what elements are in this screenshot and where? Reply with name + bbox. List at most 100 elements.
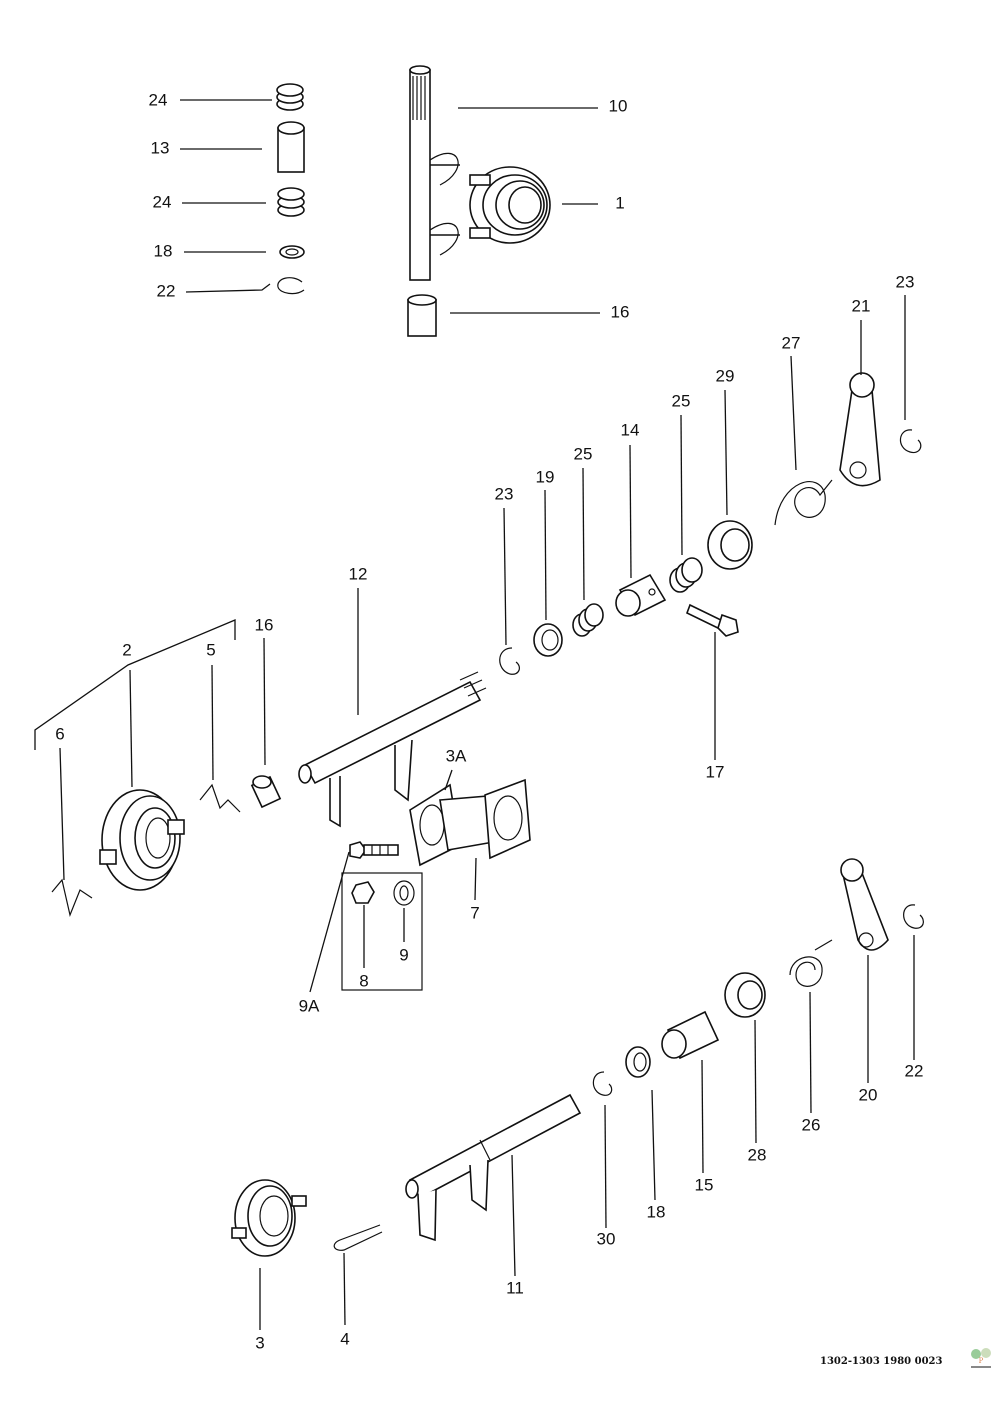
callout-19: 19: [536, 467, 555, 486]
callout-24: 24: [149, 90, 168, 109]
part-box-8-9: [341, 872, 423, 991]
part-bushing-15: [661, 1010, 720, 1060]
part-lever-21: [839, 372, 881, 487]
leader-line-9a: [309, 851, 350, 993]
catalogue-logo: P: [971, 1348, 991, 1368]
callout-18: 18: [647, 1202, 666, 1221]
callout-16: 16: [611, 302, 630, 321]
callout-9a: 9A: [299, 996, 320, 1015]
part-circlip-22: [277, 277, 305, 295]
callout-12: 12: [349, 564, 368, 583]
callout-26: 26: [802, 1115, 821, 1134]
callout-10: 10: [609, 96, 628, 115]
part-bushing-29: [707, 520, 753, 570]
part-circlip-23: [499, 647, 520, 675]
part-spring-24: [277, 187, 305, 217]
part-spring-clip-5: [199, 783, 241, 813]
part-bushing-13: [277, 121, 305, 173]
callout-23: 23: [495, 484, 514, 503]
leader-line-4: [343, 1252, 346, 1326]
callout-17: 17: [706, 762, 725, 781]
leader-line-25: [680, 414, 683, 556]
part-bushing-14: [615, 573, 667, 617]
callout-21: 21: [852, 296, 871, 315]
part-shaft-11: [405, 1093, 582, 1242]
leader-line-6: [59, 747, 65, 881]
leader-line-22: [185, 283, 271, 293]
leader-line-19: [544, 489, 547, 621]
leader-line-27: [790, 355, 797, 471]
callout-11: 11: [506, 1278, 524, 1297]
callout-25: 25: [672, 391, 691, 410]
part-shaft-12: [298, 671, 487, 828]
callout-24: 24: [153, 192, 172, 211]
callout-2: 2: [122, 640, 131, 659]
callout-6: 6: [55, 724, 64, 743]
part-spring-26: [789, 939, 833, 987]
leader-lines: [34, 99, 915, 1330]
callout-30: 30: [597, 1229, 616, 1248]
part-washer-18: [279, 245, 305, 259]
callout-27: 27: [782, 333, 801, 352]
part-release-bearing-2: [99, 789, 185, 891]
callout-15: 15: [695, 1175, 714, 1194]
leader-line-11: [511, 1154, 516, 1277]
callout-14: 14: [621, 420, 640, 439]
leader-line-23: [503, 507, 507, 646]
part-shaft-10: [409, 65, 460, 281]
part-spring-25-right: [669, 557, 703, 593]
part-washer-19: [533, 623, 563, 657]
part-lever-20: [840, 858, 889, 951]
callout-29: 29: [716, 366, 735, 385]
part-spring-24-top: [276, 83, 304, 111]
part-release-bearing-1: [469, 166, 551, 244]
leader-line-15: [701, 1059, 704, 1174]
leader-line-28: [754, 1019, 757, 1144]
leader-line-29: [724, 389, 728, 516]
part-release-bearing-3: [231, 1179, 307, 1257]
callout-22: 22: [905, 1061, 924, 1080]
leader-line-2: [129, 669, 133, 788]
callout-16: 16: [255, 615, 274, 634]
callout-4: 4: [340, 1329, 349, 1348]
part-spring-clip-6: [51, 878, 93, 918]
leader-line-5: [211, 664, 214, 781]
part-spring-27: [774, 479, 833, 526]
part-circlip-22-right: [903, 904, 924, 929]
drawing-code: 1302-1303 1980 0023: [820, 1356, 943, 1367]
callout-1: 1: [615, 193, 624, 212]
svg-text:P: P: [979, 1357, 984, 1365]
callout-3: 3: [255, 1333, 264, 1352]
callout-23: 23: [896, 272, 915, 291]
part-bushing-28: [724, 972, 766, 1018]
callout-18: 18: [154, 241, 173, 260]
part-clip-4: [333, 1224, 383, 1251]
leader-line-30: [604, 1104, 607, 1229]
callout-20: 20: [859, 1085, 878, 1104]
callout-9: 9: [399, 945, 408, 964]
leader-line-16: [263, 637, 266, 766]
callout-13: 13: [151, 138, 170, 157]
callout-22: 22: [157, 281, 176, 300]
callout-28: 28: [748, 1145, 767, 1164]
part-drawings: [51, 65, 924, 1257]
leader-line-26: [809, 991, 812, 1114]
part-bolt-17: [685, 603, 739, 637]
leader-line-14: [629, 444, 632, 579]
callout-25: 25: [574, 444, 593, 463]
part-bushing-16-top: [407, 294, 437, 337]
part-guide-sleeve-7: [409, 778, 531, 867]
part-washer-18-bottom: [625, 1046, 651, 1078]
part-circlip-23-right: [899, 429, 922, 454]
callout-5: 5: [206, 640, 215, 659]
part-bushing-16: [250, 775, 282, 809]
part-bolt-9A: [349, 841, 399, 859]
callout-7: 7: [470, 903, 479, 922]
leader-line-25: [582, 467, 585, 601]
leader-line-7: [474, 857, 477, 901]
callout-8: 8: [359, 971, 368, 990]
part-circlip-30: [592, 1071, 613, 1096]
part-spring-25: [572, 603, 604, 637]
